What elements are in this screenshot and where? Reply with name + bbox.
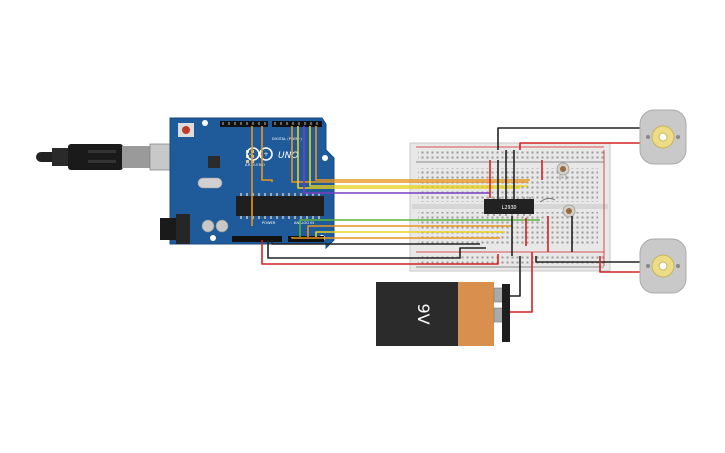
battery-orange-section bbox=[458, 282, 494, 346]
resistor-lead bbox=[539, 197, 556, 203]
battery-black-section bbox=[376, 282, 460, 346]
wire-motor-1-red[interactable] bbox=[519, 142, 644, 150]
wire-gnd-black-2[interactable] bbox=[271, 240, 480, 245]
mounting-hole bbox=[210, 235, 216, 241]
capacitor bbox=[215, 219, 229, 233]
wire-battery-negative[interactable] bbox=[508, 256, 521, 297]
wire-orange[interactable] bbox=[261, 126, 273, 182]
wire-motor-2-black[interactable] bbox=[535, 256, 644, 263]
dc-motor-2[interactable] bbox=[639, 238, 687, 294]
wire-purple[interactable] bbox=[303, 126, 490, 194]
bottom-rail-holes bbox=[418, 256, 604, 265]
wire-orange-1[interactable] bbox=[291, 126, 528, 183]
photoresistor-1[interactable] bbox=[556, 162, 570, 180]
top-rail-holes bbox=[418, 150, 604, 159]
wire-motor-2-red[interactable] bbox=[599, 256, 644, 273]
wire-5v-red[interactable] bbox=[261, 240, 499, 265]
digital-header-right bbox=[272, 121, 322, 127]
motor-wires bbox=[497, 127, 644, 273]
signal-wires bbox=[251, 126, 573, 265]
dc-motor-1[interactable] bbox=[639, 109, 687, 165]
wire-yellow-3[interactable] bbox=[315, 231, 505, 237]
wire-motor-1-black[interactable] bbox=[497, 127, 644, 150]
wire-green[interactable] bbox=[299, 219, 540, 237]
crystal-oscillator bbox=[197, 177, 223, 189]
digital-pwm-label: DIGITAL (PWM~) bbox=[272, 137, 302, 141]
power-header bbox=[232, 236, 282, 242]
battery-9v[interactable]: 9V bbox=[376, 282, 510, 346]
battery-label: 9V bbox=[414, 303, 433, 324]
wire-orange-3[interactable] bbox=[307, 225, 512, 237]
usb-cable[interactable] bbox=[36, 143, 175, 171]
wire-gnd-black[interactable] bbox=[267, 240, 486, 259]
usb-plug-metal bbox=[122, 146, 154, 168]
usb-interface-chip bbox=[208, 156, 220, 168]
lower-terminal-holes bbox=[418, 212, 598, 246]
svg-text:+: + bbox=[263, 151, 268, 158]
battery-snap-connector bbox=[502, 284, 510, 342]
atmega-microcontroller bbox=[236, 196, 324, 216]
wire-yellow-2[interactable] bbox=[309, 126, 528, 187]
wire-yellow[interactable] bbox=[297, 126, 520, 189]
l293d-driver-ic[interactable]: L293D bbox=[484, 197, 534, 216]
usb-plug-body bbox=[68, 144, 123, 170]
svg-text:−: − bbox=[248, 151, 253, 158]
battery-wires bbox=[508, 252, 533, 313]
upper-terminal-holes bbox=[418, 168, 598, 202]
capacitor bbox=[201, 219, 215, 233]
wire-orange-2[interactable] bbox=[315, 126, 530, 181]
usb-strain-relief bbox=[52, 148, 72, 166]
analog-in-label: ANALOG IN bbox=[294, 221, 314, 225]
arduino-brand: ARDUINO bbox=[245, 163, 265, 167]
analog-header bbox=[288, 236, 324, 242]
wire-orange-4[interactable] bbox=[291, 237, 500, 239]
ic-label: L293D bbox=[501, 205, 516, 211]
photoresistor-2[interactable] bbox=[562, 204, 576, 218]
wire-battery-positive[interactable] bbox=[508, 252, 533, 313]
ic-body bbox=[484, 199, 534, 214]
digital-header-left bbox=[220, 121, 268, 127]
mounting-hole bbox=[322, 155, 328, 161]
uno-logo: UNO bbox=[278, 151, 298, 161]
mounting-hole bbox=[202, 120, 208, 126]
arduino-logo: − + bbox=[246, 147, 273, 161]
power-label: POWER bbox=[262, 221, 276, 225]
